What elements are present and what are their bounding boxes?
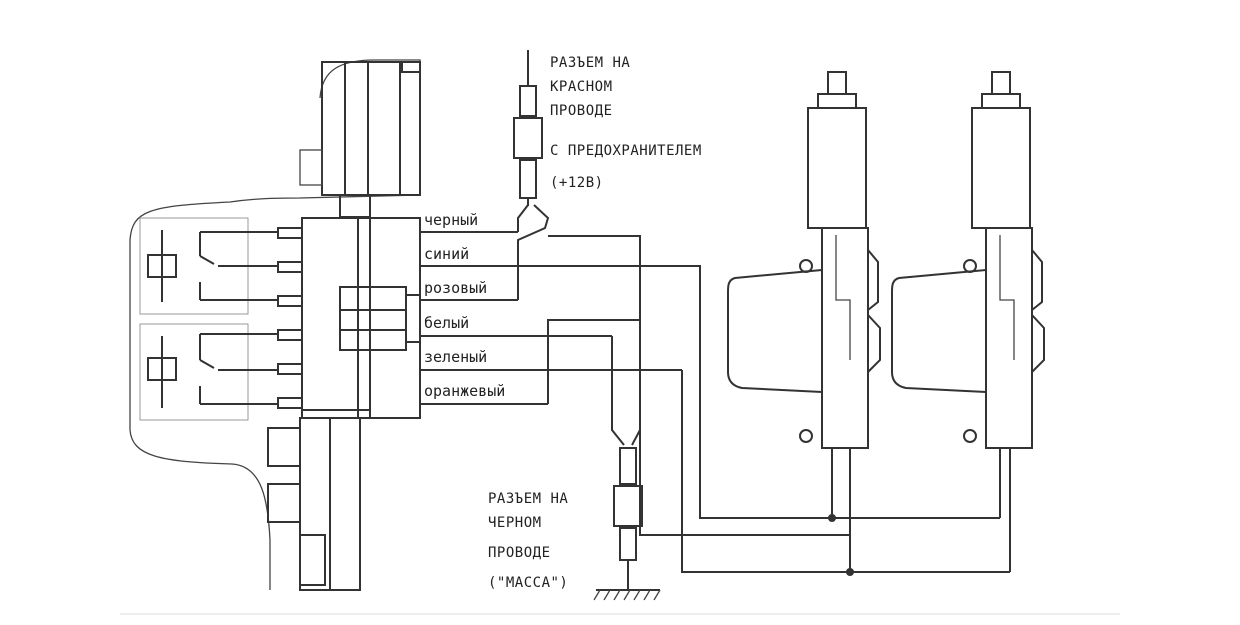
note-line: ПРОВОДЕ (488, 545, 551, 561)
relay-2-frame (139, 323, 249, 421)
wire-white-line (611, 336, 625, 446)
control-unit (129, 59, 421, 591)
wire-green-line (681, 370, 1010, 573)
control-unit-housing (129, 59, 421, 590)
note-line: ("МАССА") (488, 575, 568, 591)
connector-latch (339, 286, 407, 351)
actuator-motor-2 (891, 71, 1045, 572)
wire-label-pink: розовый (424, 279, 487, 297)
relay-2-coil-icon (147, 357, 177, 381)
ground-connector-bottom (593, 447, 661, 601)
wire-orange-line (547, 319, 640, 404)
wire-labels: черный синий розовый белый зеленый оранж… (424, 211, 505, 400)
control-unit-top-block (321, 61, 421, 196)
fuse-connector-top (513, 50, 543, 206)
wire-label-black: черный (424, 211, 478, 229)
terminal-pins (277, 227, 303, 409)
main-connector-block (301, 217, 421, 419)
relay-2 (139, 323, 278, 421)
note-line: ЧЕРНОМ (488, 515, 542, 531)
wire-label-blue: синий (424, 245, 469, 263)
note-line: РАЗЪЕМ НА (488, 491, 568, 507)
wire-harness (420, 204, 1010, 576)
wire-black-line (517, 204, 529, 232)
wire-label-white: белый (424, 314, 469, 332)
wire-label-green: зеленый (424, 348, 487, 366)
note-line: С ПРЕДОХРАНИТЕЛЕМ (550, 143, 702, 159)
note-line: РАЗЪЕМ НА (550, 55, 630, 71)
actuator-motor-1 (727, 71, 881, 572)
note-line: (+12В) (550, 175, 604, 191)
note-line: КРАСНОМ (550, 79, 613, 95)
relay-1-coil-icon (147, 254, 177, 278)
bottom-connector-note: РАЗЪЕМ НА ЧЕРНОМ ПРОВОДЕ ("МАССА") (488, 491, 568, 591)
relay-1 (139, 217, 278, 315)
wire-label-orange: оранжевый (424, 382, 505, 400)
note-line: ПРОВОДЕ (550, 103, 613, 119)
wire-blue-run (690, 265, 1000, 519)
top-connector-note: РАЗЪЕМ НА КРАСНОМ ПРОВОДЕ С ПРЕДОХРАНИТЕ… (550, 55, 702, 191)
wire-pink-line (517, 204, 550, 300)
